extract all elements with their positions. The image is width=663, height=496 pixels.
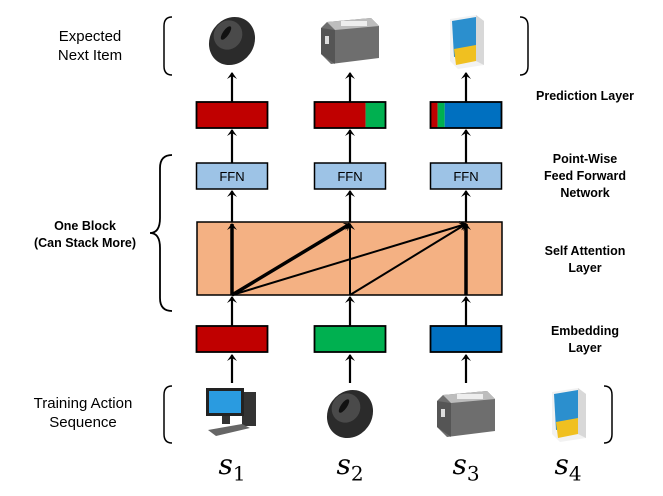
label-line: Layer [568,261,602,275]
attention-edge-1-to-3 [231,220,467,296]
label-line: Point-Wise [552,152,618,166]
self-attention-label: Self Attention Layer [515,243,655,277]
sequence-label-3: s3 [436,448,496,486]
prediction-segment [444,102,502,128]
embedding-box [313,325,387,353]
label-line: Feed Forward [544,169,626,183]
ffn-label: FFN [337,169,362,184]
sequence-index: 2 [350,461,364,486]
prediction-segment [314,102,366,128]
training-bracket-left [163,385,173,444]
prediction-segment [365,102,386,128]
sequence-label-1: s1 [202,448,262,486]
expected-items-bracket-right [519,16,529,76]
attention-edge-2-to-3 [349,222,467,296]
label-line: Embedding [550,324,620,338]
expected-next-item-label: Expected Next Item [30,27,150,65]
attention-edge-1-to-2 [231,222,351,297]
label-line: Expected [58,28,122,45]
label-line: One Block [54,219,116,233]
prediction-segment [437,102,445,128]
label-line: Self Attention [544,244,626,258]
embedding-box [195,325,269,353]
sequence-symbol: s [336,448,351,481]
prediction-segment [430,102,438,128]
training-bracket-right [603,385,613,444]
label-line: Next Item [57,47,123,64]
sequence-index: 3 [466,461,480,486]
sequence-symbol: s [554,448,569,481]
prediction-box [195,101,269,129]
expected-items-bracket-left [163,16,173,76]
sequence-symbol: s [452,448,467,481]
prediction-segment [196,102,268,128]
label-line: Training Action [33,395,133,412]
sequence-index: 1 [232,461,246,486]
label-line: Network [560,186,610,200]
ffn-label: FFN [453,169,478,184]
ffn-label: FFN [219,169,244,184]
sequence-label-4: s4 [538,448,598,486]
prediction-box [429,101,503,129]
label-line: Layer [568,341,602,355]
prediction-layer-label: Prediction Layer [536,89,634,103]
label-line: Sequence [49,414,117,431]
label-line: (Can Stack More) [33,236,137,250]
training-sequence-label: Training Action Sequence [18,394,148,432]
sequence-symbol: s [218,448,233,481]
one-block-label: One Block (Can Stack More) [20,218,150,252]
embedding-layer-label: Embedding Layer [515,323,655,357]
prediction-box [313,101,387,129]
sequence-index: 4 [568,461,582,486]
embedding-box [429,325,503,353]
pointwise-ffn-label: Point-Wise Feed Forward Network [515,151,655,202]
ffn-box [195,162,269,190]
ffn-box [313,162,387,190]
one-block-brace [149,154,173,312]
ffn-box [429,162,503,190]
sequence-label-2: s2 [320,448,380,486]
